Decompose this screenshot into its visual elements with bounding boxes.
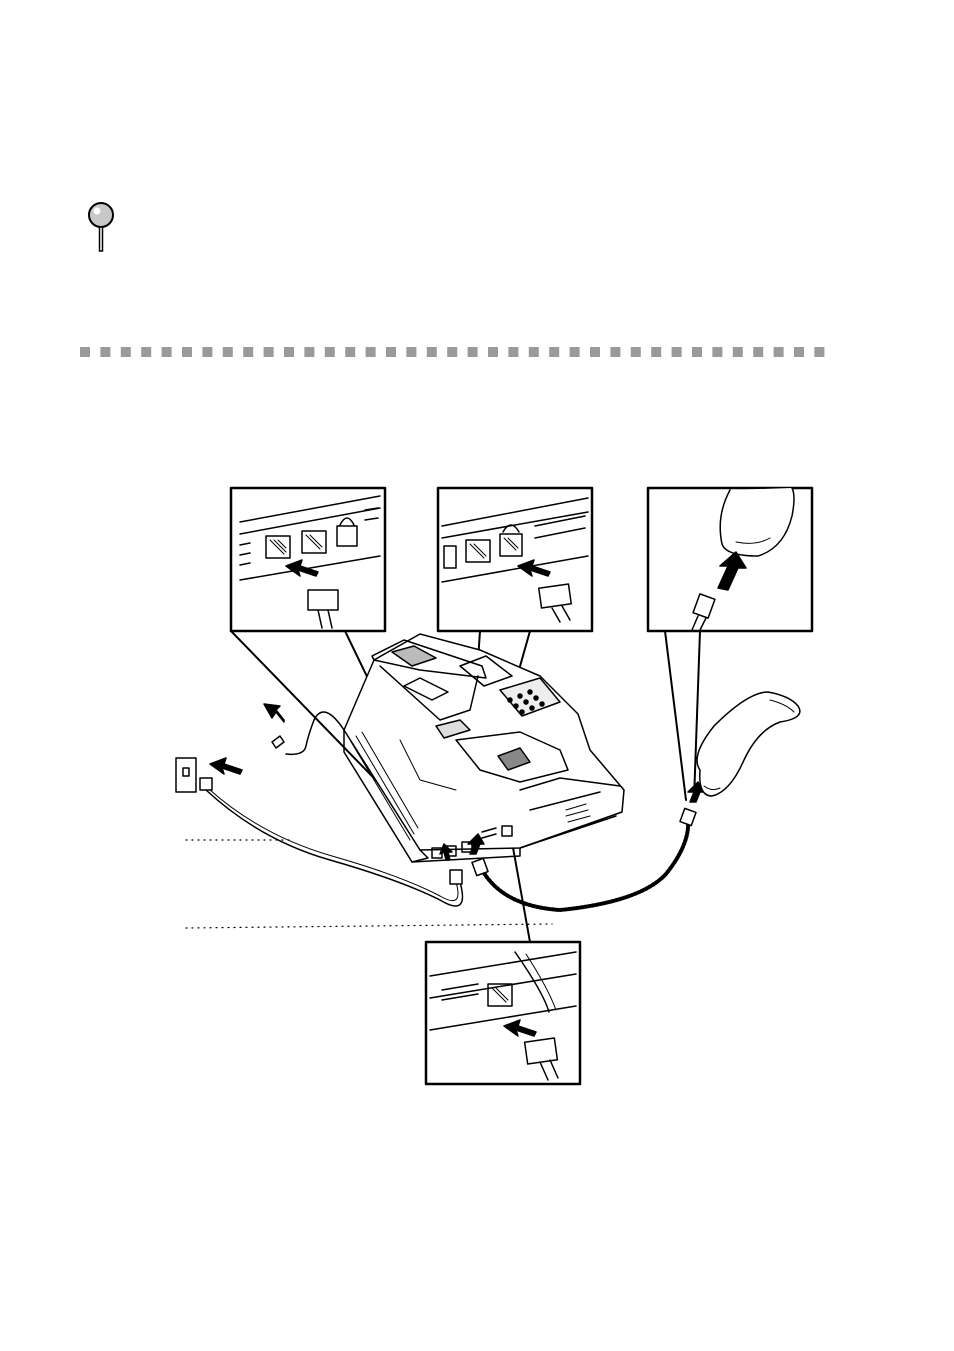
separator-square <box>549 347 559 357</box>
separator-square <box>712 347 722 357</box>
section-separator <box>80 346 826 358</box>
separator-square <box>610 347 620 357</box>
separator-square <box>304 347 314 357</box>
separator-square <box>141 347 151 357</box>
separator-square <box>733 347 743 357</box>
callout-handset-curl-cord <box>648 488 812 631</box>
callout-line-jack <box>231 488 385 631</box>
push-arrow-icon <box>210 758 242 774</box>
separator-square <box>223 347 233 357</box>
separator-square <box>121 347 131 357</box>
separator-square <box>264 347 274 357</box>
separator-square <box>692 347 702 357</box>
fax-machine <box>344 634 624 862</box>
separator-square <box>488 347 498 357</box>
modular-plug-icon <box>539 584 571 608</box>
separator-square <box>814 347 824 357</box>
handset <box>697 692 800 796</box>
separator-square <box>182 347 192 357</box>
separator-square <box>468 347 478 357</box>
separator-square <box>243 347 253 357</box>
separator-square <box>794 347 804 357</box>
power-cord <box>264 704 344 754</box>
separator-square <box>631 347 641 357</box>
callout-ext-jack <box>426 942 580 1084</box>
separator-square <box>162 347 172 357</box>
separator-square <box>284 347 294 357</box>
modular-plug-icon <box>525 1038 558 1064</box>
separator-square <box>672 347 682 357</box>
separator-square <box>590 347 600 357</box>
power-plug-icon <box>272 736 284 748</box>
magnifier-tip-icon <box>84 200 118 254</box>
separator-square <box>80 347 90 357</box>
separator-square <box>427 347 437 357</box>
separator-square <box>447 347 457 357</box>
separator-square <box>529 347 539 357</box>
separator-square <box>325 347 335 357</box>
separator-square <box>386 347 396 357</box>
modular-plug-icon <box>200 778 212 790</box>
separator-square <box>508 347 518 357</box>
separator-square <box>570 347 580 357</box>
wall-jack-icon <box>176 758 196 792</box>
separator-square <box>100 347 110 357</box>
fax-connection-diagram <box>0 470 954 1110</box>
separator-square <box>651 347 661 357</box>
separator-square <box>202 347 212 357</box>
separator-square <box>345 347 355 357</box>
callout-handset-jack-left-panel <box>438 488 592 631</box>
push-arrow-icon <box>264 704 284 722</box>
separator-square <box>366 347 376 357</box>
separator-square <box>753 347 763 357</box>
modular-plug-icon <box>308 590 338 610</box>
separator-square <box>774 347 784 357</box>
label-leaders <box>186 840 552 928</box>
separator-square <box>406 347 416 357</box>
